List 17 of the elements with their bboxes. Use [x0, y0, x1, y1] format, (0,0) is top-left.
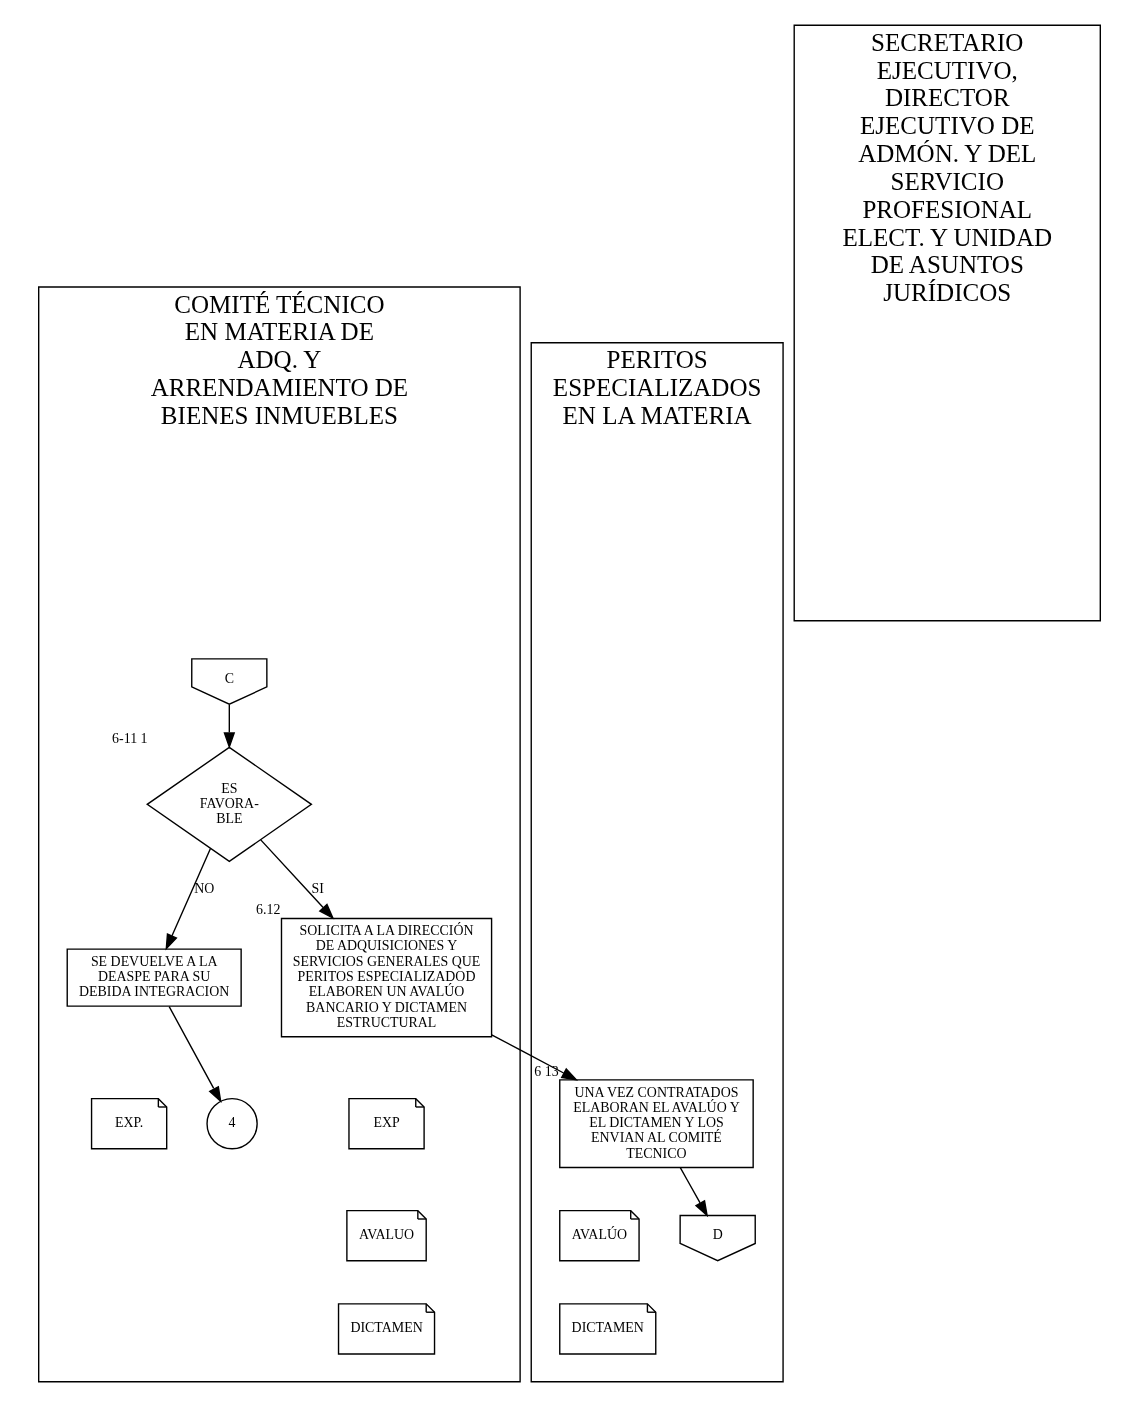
edge-label: NO — [193, 881, 214, 897]
node-label: 6 13 — [533, 1063, 559, 1079]
node-diamond: ES FAVORA- BLE — [145, 746, 313, 863]
node-label: 6-11 1 — [111, 731, 148, 747]
node-box: SECRETARIO EJECUTIVO, DIRECTOR EJECUTIVO DE ADMÓN. Y DEL SERVICIO PROFESIONAL ELECT. Y UNIDAD DE ASUNTOS JURÍDICOS — [793, 24, 1101, 622]
node-box: SOLICITA A LA DIRECCIÓN DE ADQUISICIONES Y SERVICIOS GENERALES QUE PERITOS ESPECIALIZADOD ELABOREN UN AVALÚO BANCARIO Y DICTAMEN ESTRUCTURAL — [280, 917, 492, 1038]
arrow — [222, 704, 235, 749]
edge-label: SI — [310, 881, 324, 897]
node-circle: 4 — [205, 1097, 258, 1150]
node-label: 6.12 — [255, 902, 280, 918]
arrow — [259, 839, 334, 920]
arrow — [490, 1034, 578, 1081]
node-box: SE DEVUELVE A LA DEASPE PARA SU DEBIDA INTEGRACION — [66, 948, 242, 1007]
arrow — [679, 1166, 708, 1218]
arrow — [168, 1005, 222, 1104]
node-box: UNA VEZ CONTRATADOS ELABORAN EL AVALÚO Y EL DICTAMEN Y LOS ENVIAN AL COMITÉ TECNICO — [558, 1079, 754, 1169]
arrow — [164, 848, 211, 951]
